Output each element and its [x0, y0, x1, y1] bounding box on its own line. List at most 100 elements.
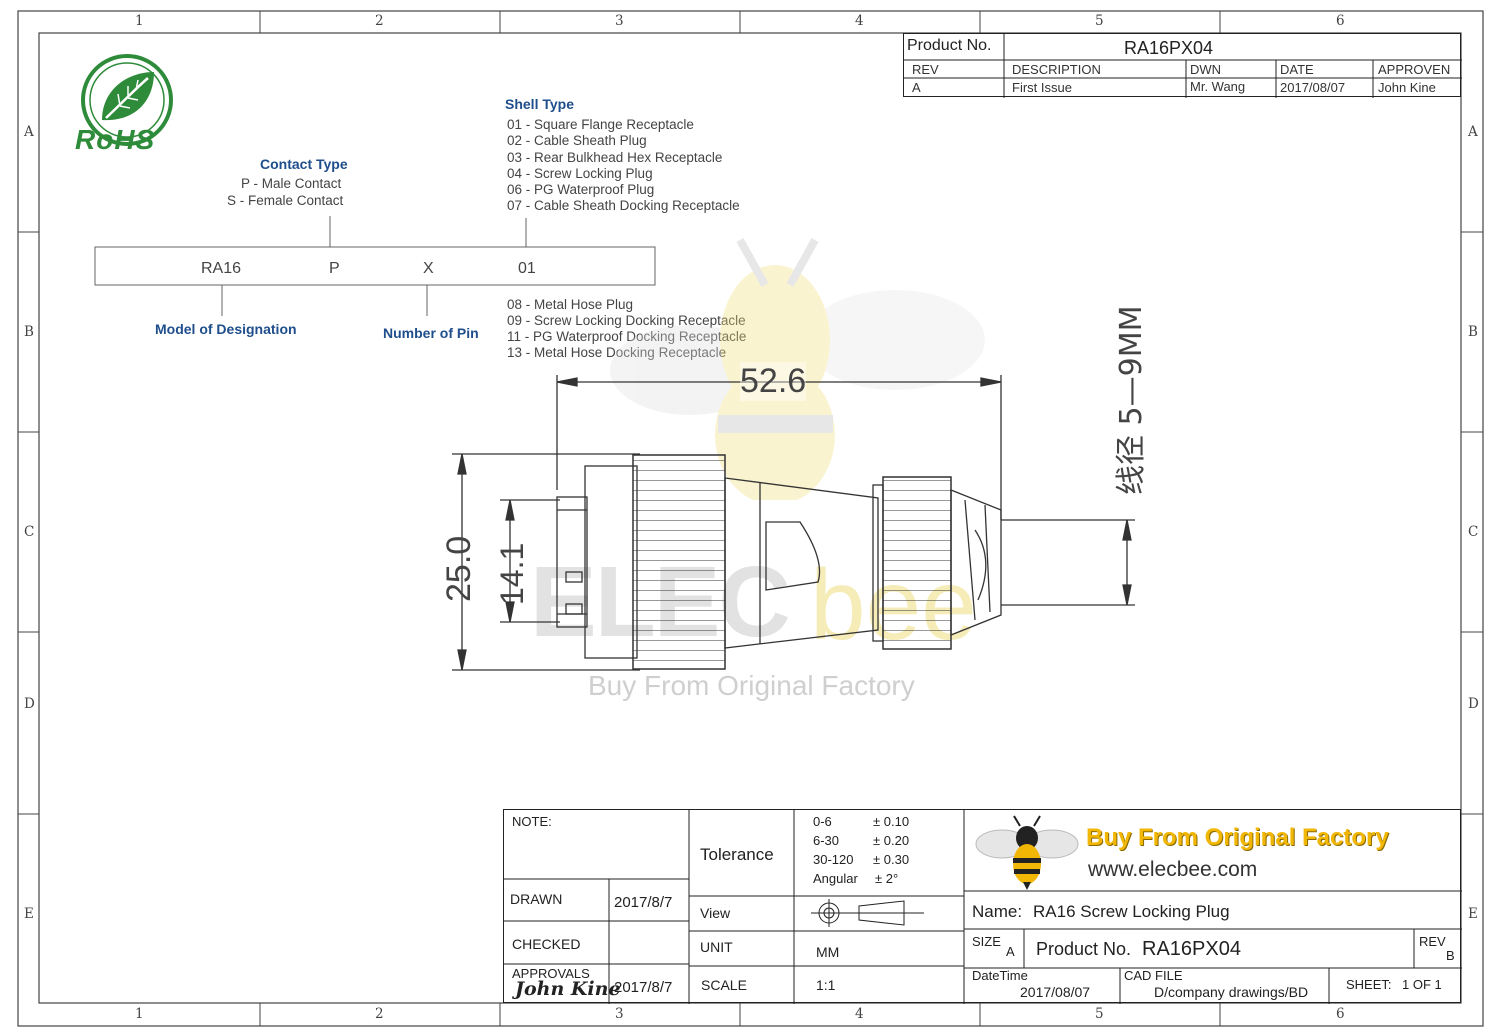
col-number: 4	[855, 1006, 864, 1022]
rev-label: REV	[1419, 934, 1446, 949]
view-label: View	[700, 905, 731, 921]
row-letter: D	[24, 696, 35, 712]
shell-type-item: 08 - Metal Hose Plug	[507, 297, 634, 312]
shell-type-item: 04 - Screw Locking Plug	[507, 166, 653, 181]
header-cell: 2017/08/07	[1280, 80, 1346, 95]
col-number: 6	[1336, 1006, 1345, 1022]
drawn-label: DRAWN	[510, 891, 563, 907]
product-label: Product No.	[907, 37, 992, 54]
datetime-value: 2017/08/07	[1020, 984, 1091, 1000]
projection-symbol-icon	[811, 899, 924, 927]
tolerance-value: ± 0.30	[873, 852, 910, 867]
tolerance-label: Tolerance	[700, 845, 774, 864]
sheet-value: 1 OF 1	[1402, 977, 1442, 992]
designation-lines	[94, 216, 656, 316]
scale-label: SCALE	[701, 977, 747, 993]
header-table: Product No. RA16PX04 REV DESCRIPTION DWN…	[903, 33, 1462, 98]
header-col-date: DATE	[1280, 62, 1314, 77]
shell-type-item: 07 - Cable Sheath Docking Receptacle	[507, 198, 740, 213]
row-letter: E	[24, 906, 34, 922]
product-number: RA16PX04	[1142, 938, 1241, 960]
col-number: 3	[615, 13, 624, 29]
product-number: RA16PX04	[1124, 38, 1214, 58]
row-letter: A	[24, 124, 34, 140]
approvals-signature: John Kine	[515, 978, 621, 1000]
shell-type-title: Shell Type	[505, 96, 574, 112]
brand-url[interactable]: www.elecbee.com	[1088, 858, 1258, 881]
approvals-label: APPROVALS	[512, 966, 590, 981]
dimension-outer-diameter: 25.0	[440, 535, 478, 602]
tolerance-range: 0-6	[813, 814, 832, 829]
shell-type-item: 06 - PG Waterproof Plug	[507, 182, 655, 197]
col-number: 5	[1095, 1006, 1104, 1022]
row-letter: C	[24, 524, 35, 540]
col-number: 2	[375, 13, 384, 29]
col-number: 2	[375, 1006, 384, 1022]
code-contact: P	[329, 260, 340, 277]
contact-type-item: P - Male Contact	[241, 176, 342, 191]
col-number: 1	[135, 1006, 144, 1022]
datetime-label: DateTime	[972, 968, 1028, 983]
product-label: Product No.	[1036, 939, 1132, 959]
tolerance-value: ± 0.10	[873, 814, 910, 829]
tolerance-range: 6-30	[813, 833, 840, 848]
col-number: 4	[855, 13, 864, 29]
code-shell: 01	[518, 260, 536, 277]
title-block: NOTE: Tolerance 0-6 ± 0.10 6-30 ± 0.20 3…	[503, 809, 1462, 1004]
shell-type-item: 02 - Cable Sheath Plug	[507, 133, 647, 148]
header-cell: Mr. Wang	[1190, 79, 1246, 94]
number-of-pin-label: Number of Pin	[383, 325, 479, 341]
header-col-description: DESCRIPTION	[1012, 62, 1101, 77]
row-letter: B	[24, 324, 34, 340]
shell-type-item: 01 - Square Flange Receptacle	[507, 117, 694, 132]
size-label: SIZE	[972, 934, 1001, 949]
bee-watermark-icon	[610, 238, 985, 500]
rev-value: B	[1446, 948, 1455, 963]
rohs-text: RoHS	[75, 124, 156, 155]
brand-slogan: Buy From Original Factory	[1086, 824, 1389, 851]
note-label: NOTE:	[512, 814, 552, 829]
drawn-date: 2017/8/7	[614, 894, 673, 911]
row-letter: C	[1468, 524, 1479, 540]
shell-type-item: 09 - Screw Locking Docking Receptacle	[507, 313, 746, 328]
code-series: RA16	[201, 260, 242, 277]
watermark-slogan: Buy From Original Factory	[588, 670, 915, 701]
unit-value: MM	[816, 944, 840, 960]
header-col-dwn: DWN	[1190, 62, 1222, 77]
tolerance-range: 30-120	[813, 852, 854, 867]
leaf-icon	[81, 54, 173, 146]
dimension-length: 52.6	[740, 362, 807, 401]
shell-type-item: 11 - PG Waterproof Docking Receptacle	[507, 329, 747, 344]
dimension-inner-diameter: 14.1	[494, 542, 530, 605]
sheet-label: SHEET:	[1346, 977, 1392, 992]
size-value: A	[1006, 944, 1015, 959]
name-label: Name:	[972, 902, 1023, 921]
col-number: 6	[1336, 13, 1345, 29]
cad-file-label: CAD FILE	[1124, 968, 1183, 983]
row-letter: E	[1468, 906, 1478, 922]
row-letter: D	[1468, 696, 1479, 712]
approvals-date: 2017/8/7	[614, 979, 673, 996]
contact-type-item: S - Female Contact	[227, 193, 344, 208]
unit-label: UNIT	[700, 939, 733, 955]
shell-type-item: 13 - Metal Hose Docking Receptacle	[507, 345, 726, 360]
tolerance-value: ± 0.20	[873, 833, 910, 848]
shell-type-item: 03 - Rear Bulkhead Hex Receptacle	[507, 150, 723, 165]
header-cell: A	[912, 80, 921, 95]
contact-type-title: Contact Type	[260, 156, 348, 172]
part-name: RA16 Screw Locking Plug	[1033, 902, 1230, 921]
cad-file-value: D/company drawings/BD	[1154, 984, 1309, 1000]
row-letter: B	[1468, 324, 1478, 340]
col-number: 1	[135, 13, 144, 29]
header-col-approven: APPROVEN	[1378, 62, 1451, 77]
dimension-cable-range: 线径 5—9MM	[1114, 305, 1149, 495]
tolerance-value: ± 2°	[875, 871, 899, 886]
header-col-rev: REV	[912, 62, 939, 77]
model-designation-label: Model of Designation	[155, 321, 297, 337]
scale-value: 1:1	[816, 977, 836, 993]
row-letter: A	[1468, 124, 1478, 140]
bee-logo-icon	[975, 815, 1079, 890]
col-number: 3	[615, 1006, 624, 1022]
